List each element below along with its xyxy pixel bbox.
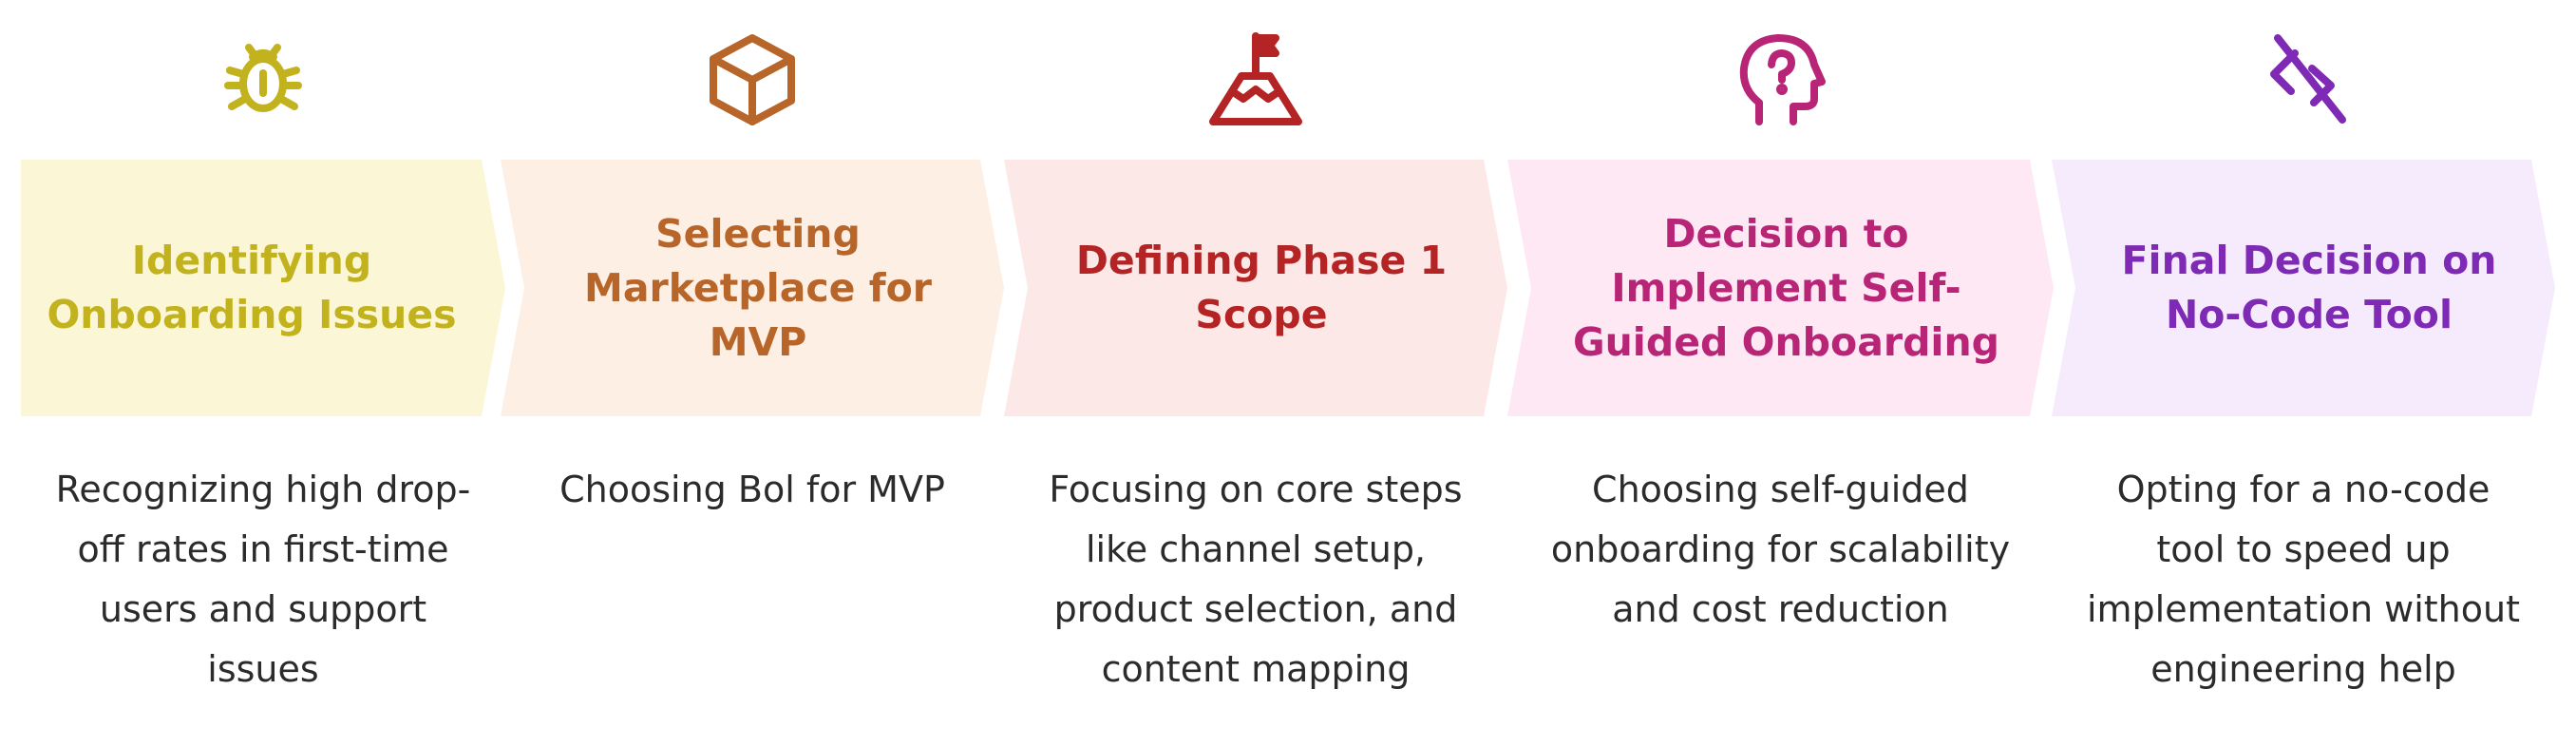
stage-4-description: Choosing self-guided onboarding for scal… xyxy=(1550,469,2011,630)
head-question-icon xyxy=(1729,27,1833,131)
cube-icon xyxy=(700,27,805,131)
stage-4-chevron: Decision to Implement Self-Guided Onboar… xyxy=(1507,160,2054,416)
stage-1-description: Recognizing high drop-off rates in first… xyxy=(55,469,471,690)
stage-1-chevron: Identifying Onboarding Issues xyxy=(21,160,505,416)
stage-3-title: Defining Phase 1 Scope xyxy=(1075,238,1448,337)
stage-4-title: Decision to Implement Self-Guided Onboar… xyxy=(1572,210,2000,365)
stage-3-description: Focusing on core steps like channel setu… xyxy=(1049,469,1463,690)
stage-4: Decision to Implement Self-Guided Onboar… xyxy=(1507,0,2054,747)
stage-1: Identifying Onboarding Issues Recognizin… xyxy=(21,0,505,747)
stage-5-chevron: Final Decision on No-Code Tool xyxy=(2052,160,2555,416)
stage-3-chevron: Defining Phase 1 Scope xyxy=(1004,160,1507,416)
stage-2-chevron: Selecting Marketplace for MVP xyxy=(501,160,1004,416)
stage-2-description: Choosing Bol for MVP xyxy=(559,469,945,510)
stage-2: Selecting Marketplace for MVP Choosing B… xyxy=(501,0,1004,747)
mountain-flag-icon xyxy=(1203,27,1308,131)
stage-1-title: Identifying Onboarding Issues xyxy=(47,238,457,337)
code-off-icon xyxy=(2251,27,2356,131)
stage-5-description: Opting for a no-code tool to speed up im… xyxy=(2086,469,2521,690)
stage-3: Defining Phase 1 Scope Focusing on core … xyxy=(1004,0,1507,747)
stage-5-title: Final Decision on No-Code Tool xyxy=(2121,238,2497,337)
stage-2-title: Selecting Marketplace for MVP xyxy=(584,210,932,365)
bug-icon xyxy=(211,27,315,131)
stage-5: Final Decision on No-Code Tool Opting fo… xyxy=(2052,0,2555,747)
